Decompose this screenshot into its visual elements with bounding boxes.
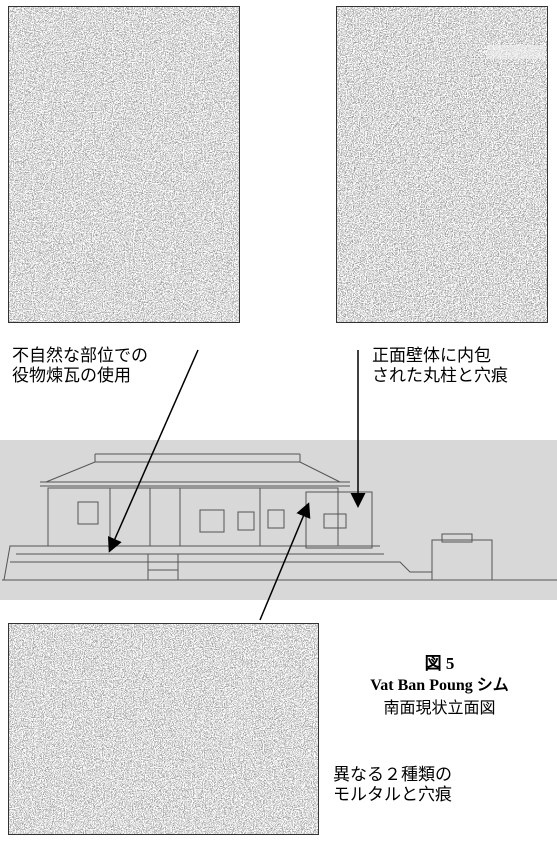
caption-bottom-line1: 異なる２種類の — [333, 765, 452, 785]
figure-number: 図 5 — [424, 654, 455, 673]
caption-left: 不自然な部位での 役物煉瓦の使用 — [12, 346, 148, 386]
figure-subtitle: 南面現状立面図 — [383, 698, 496, 717]
photo-texture — [337, 7, 547, 322]
photo-top-left — [8, 6, 240, 323]
caption-left-line1: 不自然な部位での — [12, 346, 148, 366]
figure-caption: 図 5 Vat Ban Poung シム 南面現状立面図 — [322, 653, 557, 719]
arrow-bottom — [259, 502, 311, 621]
caption-right-line1: 正面壁体に内包 — [372, 346, 491, 366]
caption-right: 正面壁体に内包 された丸柱と穴痕 — [372, 346, 508, 386]
caption-left-line2: 役物煉瓦の使用 — [12, 366, 131, 386]
photo-texture — [9, 624, 318, 834]
elevation-line-drawing — [2, 453, 557, 581]
photo-bottom-left — [8, 623, 319, 835]
caption-bottom: 異なる２種類の モルタルと穴痕 — [333, 765, 452, 805]
photo-top-right — [336, 6, 548, 323]
elevation-drawing — [0, 440, 557, 600]
photo-texture — [9, 7, 239, 322]
caption-right-line2: された丸柱と穴痕 — [372, 366, 508, 386]
figure-title: Vat Ban Poung シム — [370, 677, 509, 694]
caption-bottom-line2: モルタルと穴痕 — [333, 785, 452, 805]
arrow-left — [107, 349, 199, 553]
